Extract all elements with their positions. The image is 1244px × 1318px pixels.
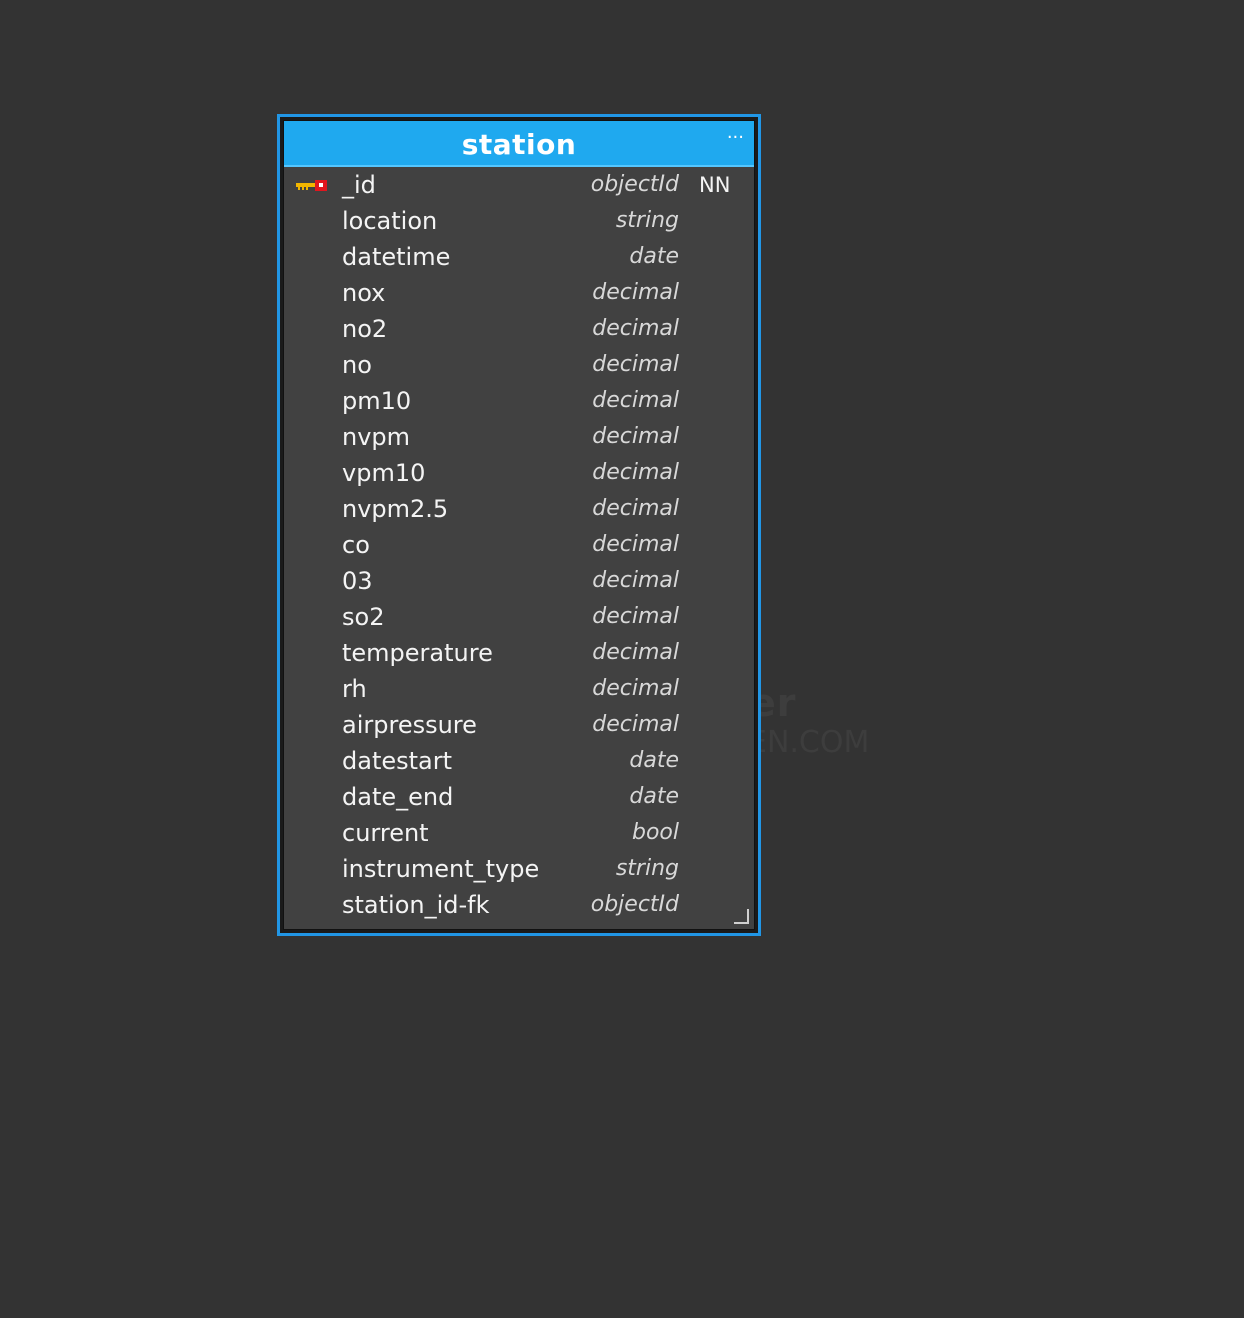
- column-name: rh: [342, 675, 367, 703]
- column-name: instrument_type: [342, 855, 540, 883]
- column-row[interactable]: airpressure decimal: [284, 707, 754, 743]
- column-row[interactable]: nvpm2.5 decimal: [284, 491, 754, 527]
- column-name: _id: [342, 171, 376, 199]
- column-type: decimal: [592, 388, 679, 413]
- column-row[interactable]: so2 decimal: [284, 599, 754, 635]
- column-row[interactable]: current bool: [284, 815, 754, 851]
- watermark-line2: EN.COM: [748, 725, 870, 760]
- column-row[interactable]: pm10 decimal: [284, 383, 754, 419]
- resize-handle-icon[interactable]: [734, 909, 749, 924]
- ellipsis-icon[interactable]: ···: [726, 127, 744, 148]
- column-row[interactable]: 03 decimal: [284, 563, 754, 599]
- column-name: vpm10: [342, 459, 426, 487]
- column-row[interactable]: temperature decimal: [284, 635, 754, 671]
- column-name: nvpm: [342, 423, 411, 451]
- column-name: no: [342, 351, 372, 379]
- entity-header[interactable]: station ···: [284, 121, 754, 167]
- column-name: nvpm2.5: [342, 495, 449, 523]
- column-type: decimal: [592, 604, 679, 629]
- column-list: _id objectId NN location string datetime date n…: [284, 167, 754, 923]
- column-type: objectId: [590, 892, 679, 917]
- column-type: decimal: [592, 676, 679, 701]
- entity-body[interactable]: station ··· _id objectId NN location string d…: [283, 120, 755, 930]
- column-name: airpressure: [342, 711, 477, 739]
- column-type: date: [629, 244, 679, 269]
- column-name: datestart: [342, 747, 453, 775]
- column-type: date: [629, 748, 679, 773]
- not-null-flag: NN: [699, 173, 731, 197]
- column-type: decimal: [592, 424, 679, 449]
- primary-key-icon: [296, 180, 327, 191]
- column-row[interactable]: no2 decimal: [284, 311, 754, 347]
- column-type: decimal: [592, 280, 679, 305]
- column-name: temperature: [342, 639, 493, 667]
- column-type: string: [615, 208, 679, 233]
- column-row[interactable]: _id objectId NN: [284, 167, 754, 203]
- column-row[interactable]: date_end date: [284, 779, 754, 815]
- column-name: current: [342, 819, 429, 847]
- column-type: string: [615, 856, 679, 881]
- column-type: decimal: [592, 352, 679, 377]
- column-row[interactable]: vpm10 decimal: [284, 455, 754, 491]
- column-row[interactable]: datestart date: [284, 743, 754, 779]
- column-type: decimal: [592, 496, 679, 521]
- column-row[interactable]: co decimal: [284, 527, 754, 563]
- column-row[interactable]: datetime date: [284, 239, 754, 275]
- column-type: decimal: [592, 640, 679, 665]
- column-type: decimal: [592, 568, 679, 593]
- column-row[interactable]: nvpm decimal: [284, 419, 754, 455]
- column-row[interactable]: nox decimal: [284, 275, 754, 311]
- column-name: no2: [342, 315, 388, 343]
- column-row[interactable]: no decimal: [284, 347, 754, 383]
- column-type: date: [629, 784, 679, 809]
- column-type: decimal: [592, 316, 679, 341]
- entity-title[interactable]: station: [461, 128, 577, 161]
- column-row[interactable]: instrument_type string: [284, 851, 754, 887]
- column-name: station_id-fk: [342, 891, 490, 919]
- column-row[interactable]: rh decimal: [284, 671, 754, 707]
- watermark: ler EN.COM: [680, 684, 869, 758]
- column-name: location: [342, 207, 438, 235]
- column-type: objectId: [590, 172, 679, 197]
- column-name: co: [342, 531, 370, 559]
- column-name: date_end: [342, 783, 454, 811]
- column-name: pm10: [342, 387, 412, 415]
- column-name: nox: [342, 279, 386, 307]
- column-name: datetime: [342, 243, 451, 271]
- column-type: decimal: [592, 532, 679, 557]
- entity-station[interactable]: station ··· _id objectId NN location string d…: [277, 114, 761, 936]
- column-name: 03: [342, 567, 373, 595]
- column-type: decimal: [592, 712, 679, 737]
- column-row[interactable]: station_id-fk objectId: [284, 887, 754, 923]
- column-type: decimal: [592, 460, 679, 485]
- column-name: so2: [342, 603, 385, 631]
- column-type: bool: [632, 820, 679, 845]
- column-row[interactable]: location string: [284, 203, 754, 239]
